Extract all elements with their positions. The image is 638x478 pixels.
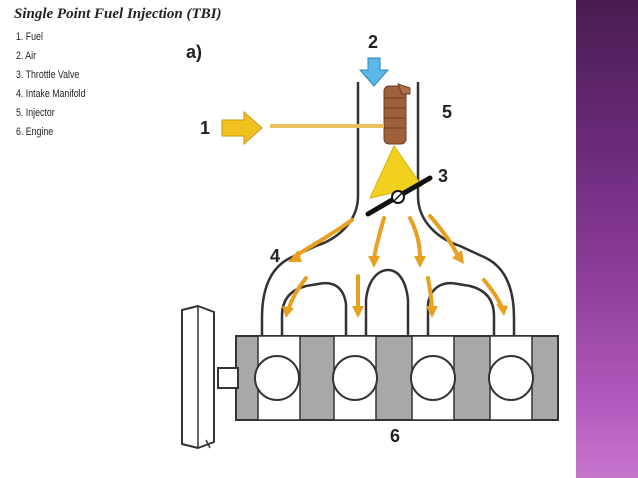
- callout-3: 3: [438, 166, 448, 186]
- legend-item-injector: 5. Injector: [16, 107, 55, 119]
- piston-3: [410, 355, 456, 401]
- mixture-flow-arrows: [282, 214, 508, 318]
- legend-title: Single Point Fuel Injection (TBI): [14, 6, 222, 22]
- piston-1: [254, 355, 300, 401]
- legend-item-intake-manifold: 4. Intake Manifold: [16, 88, 86, 100]
- throttle-valve: [365, 175, 433, 217]
- panel-label: a): [186, 42, 202, 62]
- legend-item-air: 2. Air: [16, 50, 37, 62]
- intake-manifold-body: [260, 82, 516, 340]
- air-arrow: [358, 57, 390, 87]
- legend-item-throttle-valve: 3. Throttle Valve: [16, 69, 80, 81]
- callout-2: 2: [368, 32, 378, 52]
- engine-block: [235, 335, 559, 421]
- legend-item-fuel: 1. Fuel: [16, 31, 43, 43]
- fuel-arrow: [221, 110, 263, 146]
- callout-6: 6: [390, 426, 400, 446]
- piston-4: [488, 355, 534, 401]
- decorative-side-band: [576, 0, 638, 478]
- legend-item-engine: 6. Engine: [16, 126, 54, 138]
- callout-1: 1: [200, 118, 210, 138]
- piston-2: [332, 355, 378, 401]
- callout-4: 4: [270, 246, 280, 266]
- callout-5: 5: [442, 102, 452, 122]
- flywheel: [181, 305, 239, 449]
- injector: [383, 83, 411, 145]
- legend-list: 1. Fuel 2. Air 3. Throttle Valve 4. Inta…: [16, 28, 103, 142]
